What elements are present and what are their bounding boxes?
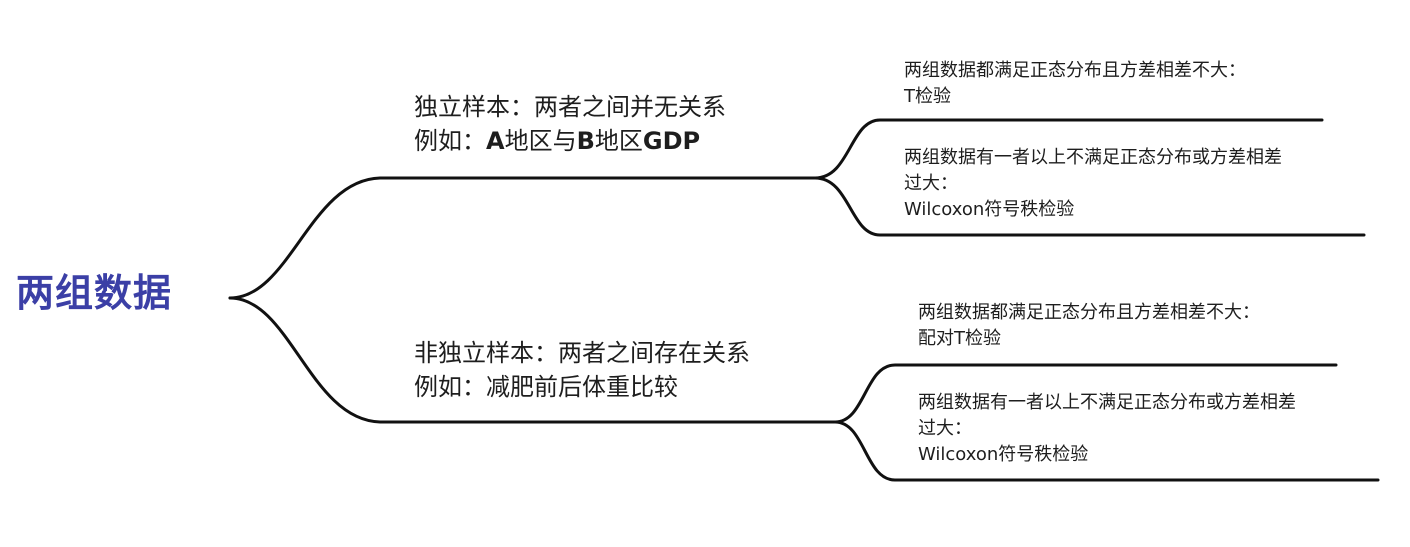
leaf-independent-wilcoxon[interactable]: 两组数据有一者以上不满足正态分布或方差相差 过大： Wilcoxon符号秩检验	[904, 145, 1282, 223]
branch-independent-example-b: B	[576, 127, 595, 155]
branch-independent-example-a: A	[486, 127, 505, 155]
leaf-independent-ttest[interactable]: 两组数据都满足正态分布且方差相差不大： T检验	[904, 58, 1246, 110]
leaf-independent-wilcoxon-line1: 两组数据有一者以上不满足正态分布或方差相差	[904, 147, 1282, 168]
leaf-independent-wilcoxon-line3: Wilcoxon符号秩检验	[904, 199, 1075, 220]
leaf-dependent-wilcoxon[interactable]: 两组数据有一者以上不满足正态分布或方差相差 过大： Wilcoxon符号秩检验	[918, 390, 1296, 468]
connector-root-to-independent	[228, 176, 817, 300]
branch-independent-example-gdp: GDP	[642, 127, 701, 155]
root-node-title[interactable]: 两组数据	[16, 271, 173, 315]
connector-root-to-dependent	[228, 296, 837, 424]
connector-dependent-to-wilcoxon	[833, 420, 1380, 482]
branch-dependent-line1: 非独立样本：两者之间存在关系	[414, 339, 750, 367]
leaf-independent-ttest-line2: T检验	[904, 86, 951, 107]
connector-independent-to-wilcoxon	[813, 176, 1366, 237]
branch-independent-example-prefix: 例如：	[414, 127, 486, 155]
branch-independent-samples[interactable]: 独立样本：两者之间并无关系 例如：A地区与B地区GDP	[414, 90, 726, 158]
branch-independent-line2: 例如：A地区与B地区GDP	[414, 124, 726, 158]
branch-dependent-samples[interactable]: 非独立样本：两者之间存在关系 例如：减肥前后体重比较	[414, 336, 750, 404]
branch-dependent-line2: 例如：减肥前后体重比较	[414, 373, 678, 401]
leaf-dependent-wilcoxon-line1: 两组数据有一者以上不满足正态分布或方差相差	[918, 392, 1296, 413]
branch-independent-line1: 独立样本：两者之间并无关系	[414, 93, 726, 121]
leaf-independent-ttest-line1: 两组数据都满足正态分布且方差相差不大：	[904, 60, 1246, 81]
leaf-dependent-wilcoxon-line2: 过大：	[918, 418, 972, 439]
leaf-dependent-paired-ttest-line2: 配对T检验	[918, 328, 1001, 349]
branch-independent-example-mid2: 地区	[594, 127, 643, 155]
connector-dependent-to-paired-ttest	[833, 363, 1338, 424]
leaf-independent-wilcoxon-line2: 过大：	[904, 173, 958, 194]
leaf-dependent-paired-ttest-line1: 两组数据都满足正态分布且方差相差不大：	[918, 302, 1260, 323]
connector-independent-to-ttest	[813, 118, 1324, 180]
branch-independent-example-mid1: 地区与	[504, 127, 577, 155]
leaf-dependent-paired-ttest[interactable]: 两组数据都满足正态分布且方差相差不大： 配对T检验	[918, 300, 1260, 352]
leaf-dependent-wilcoxon-line3: Wilcoxon符号秩检验	[918, 444, 1089, 465]
